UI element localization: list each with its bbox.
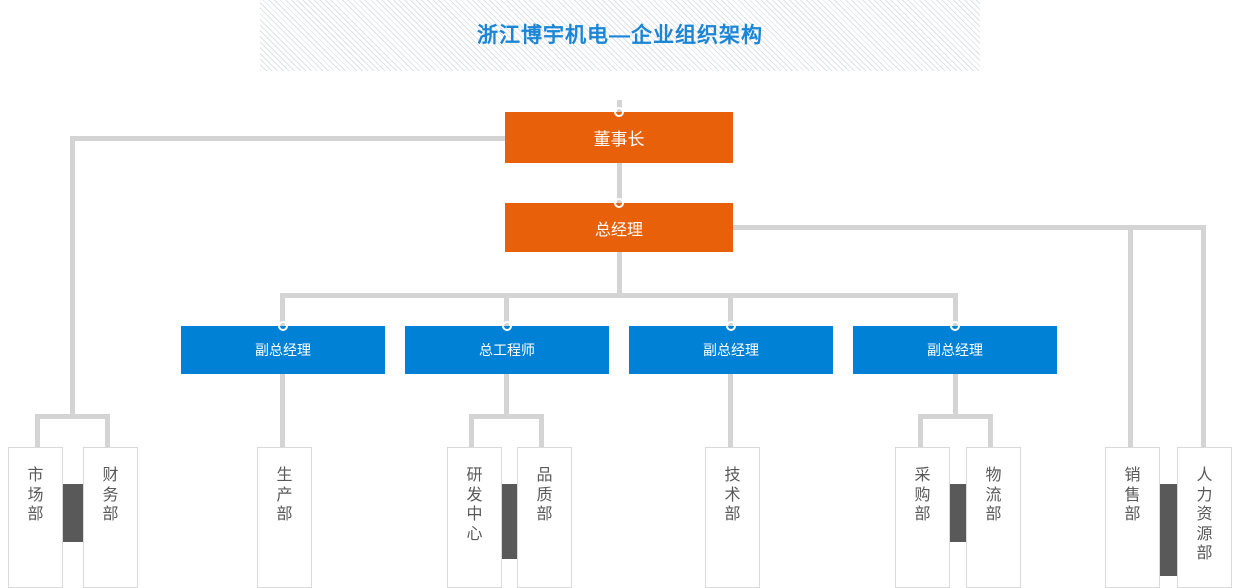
node-vice-manager-3-label: 副总经理 [927,342,983,358]
connector-vice3-bar [918,414,993,419]
connector-dot-icon [614,107,624,117]
connector-to-vice-3 [953,293,958,326]
node-general-manager-label: 总经理 [594,221,643,239]
node-chief-engineer[interactable]: 总工程师 [405,321,609,374]
dept-box-logistics[interactable]: 物流部 [966,447,1021,588]
node-chief-engineer-label: 总工程师 [479,342,535,358]
node-vice-manager-1-label: 副总经理 [255,342,311,358]
connector-vice1-to-production [280,374,285,448]
dept-box-market[interactable]: 市场部 [8,447,63,588]
dept-box-rnd[interactable]: 研发中心 [447,447,502,588]
connector-to-finance-dept [105,414,110,448]
connector-to-hr-dept [1201,225,1206,448]
dept-box-sales[interactable]: 销售部 [1105,447,1160,588]
dept-box-hr[interactable]: 人力资源部 [1177,447,1232,588]
connector-to-vice-1 [280,293,285,326]
connector-dot-icon [726,321,736,331]
dept-label-rnd: 研发中心 [466,467,483,543]
dept-box-finance[interactable]: 财务部 [83,447,138,588]
connector-chairman-down [617,163,622,228]
node-vice-manager-1[interactable]: 副总经理 [181,321,385,374]
connector-dot-icon [614,198,624,208]
connector-left-dept-bar [35,414,110,419]
chart-title: 浙江博宇机电—企业组织架构 [477,24,763,47]
connector-to-vice-2 [728,293,733,326]
chart-title-banner: 浙江博宇机电—企业组织架构 [260,0,980,71]
connector-to-market-dept [35,414,40,448]
connector-chief-engineer-down [504,374,509,414]
connector-gm-down-to-bar [617,252,622,296]
dept-label-logistics: 物流部 [985,467,1002,524]
connector-to-logistics-dept [988,414,993,448]
dept-label-purchasing: 采购部 [914,467,931,524]
node-vice-manager-3[interactable]: 副总经理 [853,321,1057,374]
dept-label-production: 生产部 [276,467,293,524]
node-chairman[interactable]: 董事长 [505,107,733,163]
dept-box-quality[interactable]: 品质部 [517,447,572,588]
node-chairman-label: 董事长 [593,130,645,149]
dept-box-production[interactable]: 生产部 [257,447,312,588]
connector-dot-icon [950,321,960,331]
connector-to-sales-dept [1128,225,1133,448]
connector-chairman-left-vertical [70,136,75,419]
connector-to-rnd-dept [469,414,474,448]
dept-label-finance: 财务部 [102,467,119,524]
connector-dot-icon [278,321,288,331]
dept-label-quality: 品质部 [536,467,553,524]
connector-to-quality-dept [539,414,544,448]
dept-label-technology: 技术部 [724,467,741,524]
connector-dot-icon [502,321,512,331]
connector-chairman-left-horizontal [70,136,508,141]
dept-label-market: 市场部 [27,467,44,524]
connector-to-purchasing-dept [918,414,923,448]
connector-vice3-down [953,374,958,414]
node-vice-manager-2-label: 副总经理 [703,342,759,358]
connector-chief-engineer-bar [469,414,544,419]
dept-box-purchasing[interactable]: 采购部 [895,447,950,588]
node-general-manager[interactable]: 总经理 [505,198,733,252]
dept-label-hr: 人力资源部 [1196,467,1213,563]
connector-vice2-to-technology [728,374,733,448]
node-vice-manager-2[interactable]: 副总经理 [629,321,833,374]
connector-gm-right-horizontal [730,225,1206,230]
connector-to-chief-engineer [504,293,509,326]
dept-box-technology[interactable]: 技术部 [705,447,760,588]
dept-label-sales: 销售部 [1124,467,1141,524]
